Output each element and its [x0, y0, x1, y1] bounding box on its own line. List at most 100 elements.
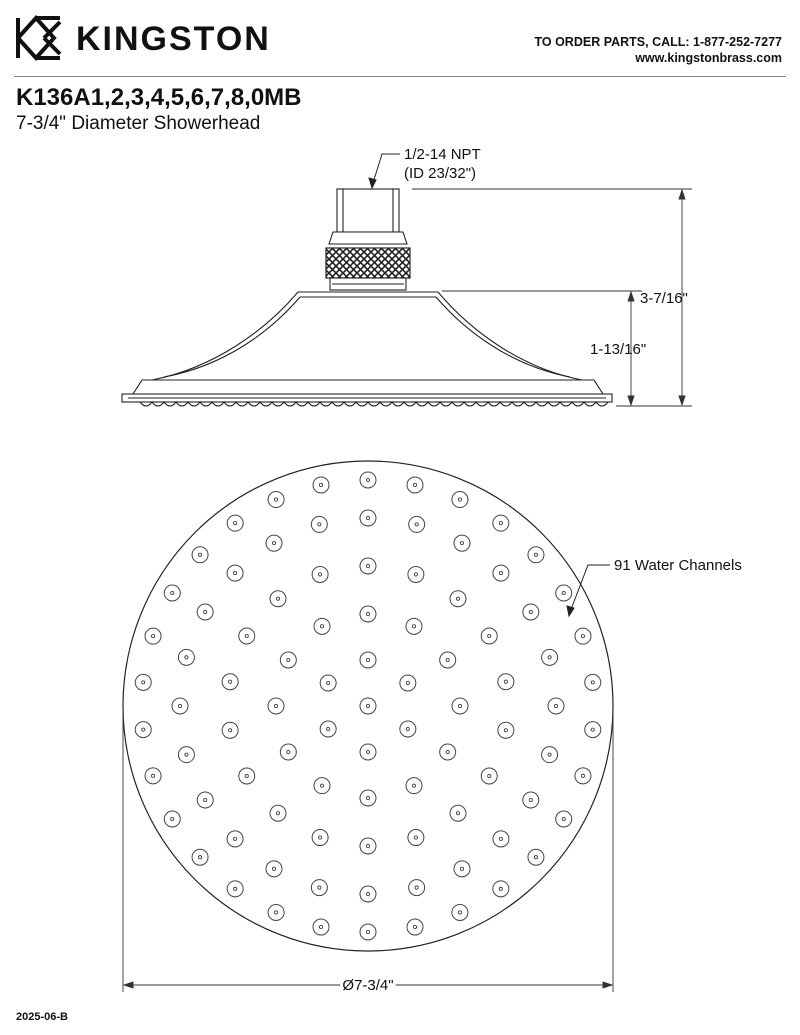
- side-view: [121, 188, 613, 407]
- water-channel-hole: [459, 866, 465, 871]
- water-channel-hole: [590, 680, 595, 685]
- water-channel: [541, 746, 559, 764]
- water-channel-hole: [365, 563, 371, 569]
- water-channel: [163, 584, 181, 602]
- water-channel-hole: [141, 727, 146, 732]
- brand-name: KINGSTON: [76, 20, 271, 58]
- water-channel: [319, 720, 337, 738]
- water-channel: [226, 830, 244, 848]
- water-channel-hole: [533, 855, 539, 860]
- water-channel-hole: [141, 680, 146, 685]
- water-channel: [492, 514, 510, 532]
- water-channel-hole: [170, 590, 175, 596]
- water-channel: [238, 627, 256, 645]
- thread-size-label: 1/2-14 NPT: [404, 146, 481, 163]
- water-channel-hole: [365, 843, 371, 849]
- channels-label: 91 Water Channels: [614, 557, 742, 574]
- water-channel-hole: [319, 783, 325, 788]
- water-channel: [574, 767, 592, 785]
- water-channel: [313, 617, 331, 635]
- water-channel: [226, 880, 244, 898]
- water-channel: [492, 880, 510, 898]
- water-channel: [492, 830, 510, 848]
- water-channel: [359, 605, 377, 623]
- water-channel: [221, 673, 239, 691]
- water-channel: [134, 673, 152, 691]
- water-channel-hole: [547, 655, 552, 660]
- water-channel-hole: [580, 773, 585, 778]
- water-channel-hole: [498, 521, 503, 526]
- water-channel-hole: [318, 482, 324, 487]
- channels-callout: [566, 564, 610, 618]
- water-channel: [492, 564, 510, 582]
- water-channel: [408, 879, 426, 897]
- water-channel: [269, 590, 287, 608]
- water-channel-hole: [319, 624, 325, 629]
- water-channel-hole: [455, 596, 461, 601]
- water-channel: [191, 546, 209, 564]
- water-channel: [134, 721, 152, 739]
- water-channel: [574, 627, 592, 645]
- water-channel: [406, 918, 424, 936]
- water-channel-hole: [414, 522, 419, 527]
- water-channel-hole: [286, 657, 291, 663]
- water-channel-hole: [413, 572, 418, 577]
- water-channel: [359, 743, 377, 761]
- water-channel: [480, 627, 498, 645]
- water-channel: [527, 848, 545, 866]
- water-channel: [312, 918, 330, 936]
- water-channel-hole: [274, 497, 279, 502]
- water-channel-hole: [318, 835, 323, 840]
- water-channel: [238, 767, 256, 785]
- water-channel: [406, 476, 424, 494]
- water-channel-hole: [233, 571, 238, 576]
- water-channel-hole: [503, 679, 508, 684]
- water-channel-hole: [412, 482, 418, 487]
- water-channel: [399, 720, 417, 738]
- water-channel-hole: [273, 703, 279, 709]
- water-channel-hole: [170, 816, 175, 822]
- water-channel-hole: [365, 657, 371, 663]
- water-channel: [279, 743, 297, 761]
- water-channel-hole: [177, 703, 183, 709]
- diameter-label: Ø7-3/4": [342, 977, 393, 994]
- water-channel-hole: [365, 891, 371, 897]
- water-channel: [310, 515, 328, 533]
- website-link[interactable]: www.kingstonbrass.com: [635, 51, 782, 65]
- water-channel-hole: [561, 816, 566, 822]
- water-channel-hole: [498, 836, 503, 841]
- water-channel-hole: [457, 703, 463, 709]
- water-channel: [522, 791, 540, 809]
- water-channel-hole: [184, 752, 189, 757]
- order-info: TO ORDER PARTS, CALL: 1-877-252-7277 www…: [534, 34, 782, 66]
- water-channel: [267, 697, 285, 715]
- water-channel: [312, 476, 330, 494]
- water-channel-hole: [365, 611, 371, 617]
- water-channel: [555, 584, 573, 602]
- water-channel-hole: [271, 541, 277, 546]
- water-channel-hole: [487, 773, 492, 779]
- water-channel-hole: [412, 925, 418, 930]
- water-channel-hole: [580, 634, 585, 639]
- water-channel: [359, 651, 377, 669]
- water-channel: [480, 767, 498, 785]
- water-channel: [196, 603, 214, 621]
- water-channel-hole: [275, 811, 281, 816]
- header: KINGSTON TO ORDER PARTS, CALL: 1-877-252…: [0, 0, 800, 78]
- water-channel: [451, 697, 469, 715]
- knurled-ring: [325, 247, 411, 279]
- water-channel: [171, 697, 189, 715]
- kingston-logo-icon: [16, 15, 62, 61]
- water-channel-hole: [228, 728, 233, 733]
- water-channel: [359, 837, 377, 855]
- water-channel: [547, 697, 565, 715]
- water-channel-hole: [203, 609, 208, 615]
- water-channel: [144, 767, 162, 785]
- water-channel: [497, 673, 515, 691]
- diameter-dimension: [122, 710, 614, 992]
- water-channel: [555, 810, 573, 828]
- water-channel-hole: [184, 655, 189, 660]
- water-channel: [405, 777, 423, 795]
- overall-height-label: 3-7/16": [640, 290, 688, 307]
- water-channel-hole: [233, 886, 238, 891]
